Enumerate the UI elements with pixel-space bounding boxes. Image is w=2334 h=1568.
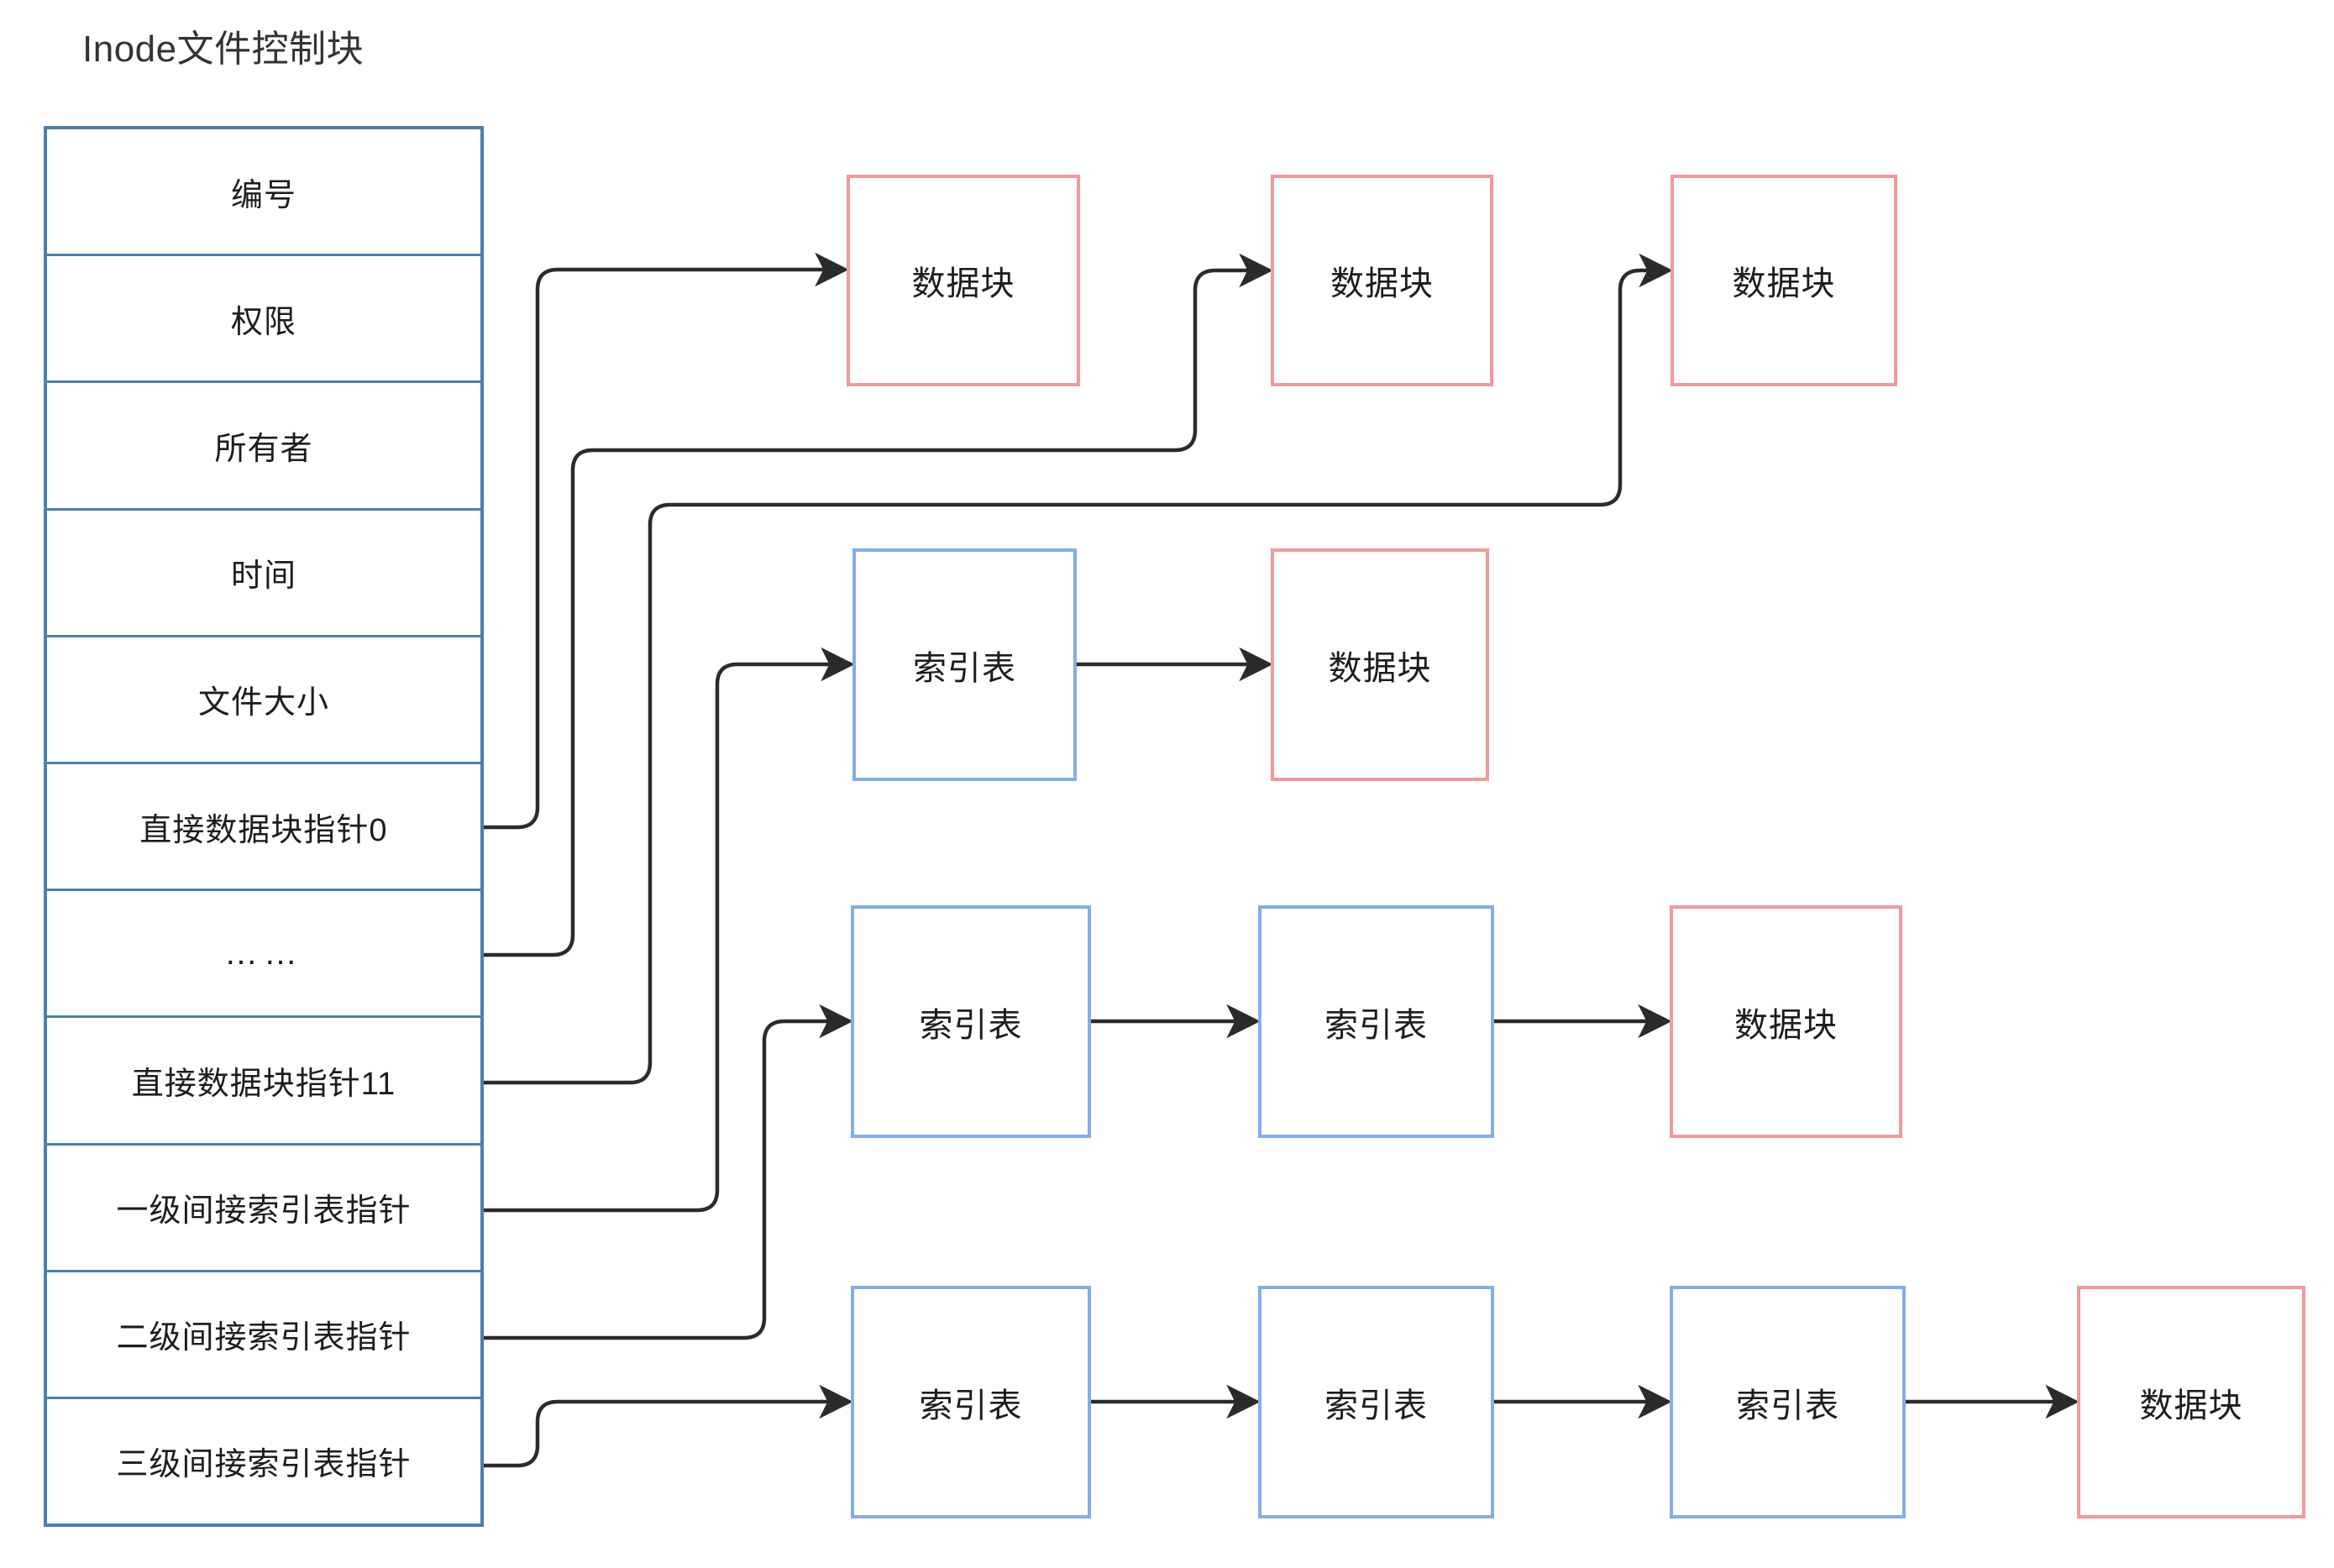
index-table-box[interactable]: 索引表 xyxy=(1258,1286,1494,1518)
inode-table: 编号 权限 所有者 时间 文件大小 直接数据块指针0 …… 直接数据块指针11 … xyxy=(44,126,484,1527)
data-block-box[interactable]: 数据块 xyxy=(1671,175,1897,386)
inode-row-direct-pointer-0[interactable]: 直接数据块指针0 xyxy=(47,763,480,892)
inode-row-direct-pointer-11[interactable]: 直接数据块指针11 xyxy=(47,1018,480,1146)
inode-row-label: 权限 xyxy=(230,304,296,340)
node-label: 数据块 xyxy=(1328,649,1432,687)
inode-row[interactable]: 编号 xyxy=(47,129,480,257)
index-table-box[interactable]: 索引表 xyxy=(851,905,1091,1138)
index-table-box[interactable]: 索引表 xyxy=(1258,905,1494,1138)
inode-row-label: 所有者 xyxy=(214,431,313,467)
inode-row[interactable]: 权限 xyxy=(47,256,480,384)
inode-row-ellipsis[interactable]: …… xyxy=(47,891,480,1019)
inode-row-label: 直接数据块指针0 xyxy=(139,812,388,848)
node-label: 索引表 xyxy=(919,1387,1023,1424)
data-block-box[interactable]: 数据块 xyxy=(1271,548,1489,781)
inode-row-label: 编号 xyxy=(230,177,296,213)
inode-row-indirect-pointer-3[interactable]: 三级间接索引表指针 xyxy=(47,1398,480,1524)
data-block-box[interactable]: 数据块 xyxy=(1271,175,1493,386)
inode-row-label: 二级间接索引表指针 xyxy=(116,1320,412,1356)
connector-direct0-to-datablock xyxy=(484,252,849,830)
inode-row-indirect-pointer-2[interactable]: 二级间接索引表指针 xyxy=(47,1272,480,1399)
data-block-box[interactable]: 数据块 xyxy=(2077,1286,2305,1518)
node-label: 索引表 xyxy=(919,1006,1023,1044)
index-table-box[interactable]: 索引表 xyxy=(852,548,1077,781)
node-label: 数据块 xyxy=(911,265,1015,302)
inode-row-indirect-pointer-1[interactable]: 一级间接索引表指针 xyxy=(47,1145,480,1272)
inode-row-label: 直接数据块指针11 xyxy=(131,1066,396,1102)
inode-row-label: 三级间接索引表指针 xyxy=(116,1447,412,1483)
node-label: 索引表 xyxy=(1324,1006,1428,1044)
inode-row-label: …… xyxy=(224,934,303,972)
inode-row[interactable]: 时间 xyxy=(47,510,480,637)
inode-row-label: 一级间接索引表指针 xyxy=(116,1193,412,1230)
node-label: 索引表 xyxy=(1324,1387,1428,1424)
data-block-box[interactable]: 数据块 xyxy=(847,175,1080,386)
connector-indirect2-to-indextable xyxy=(484,1004,853,1340)
node-label: 数据块 xyxy=(2139,1387,2243,1424)
node-label: 数据块 xyxy=(1732,265,1836,302)
page-title: Inode文件控制块 xyxy=(82,29,365,70)
node-label: 索引表 xyxy=(1736,1387,1839,1424)
node-label: 索引表 xyxy=(913,649,1016,687)
inode-row-label: 文件大小 xyxy=(197,685,329,721)
data-block-box[interactable]: 数据块 xyxy=(1670,905,1902,1138)
connector-indirect3-to-indextable xyxy=(484,1384,853,1468)
node-label: 数据块 xyxy=(1330,265,1434,302)
inode-row[interactable]: 所有者 xyxy=(47,383,480,511)
inode-row[interactable]: 文件大小 xyxy=(47,637,480,764)
node-label: 数据块 xyxy=(1734,1006,1838,1044)
index-table-box[interactable]: 索引表 xyxy=(851,1286,1091,1518)
index-table-box[interactable]: 索引表 xyxy=(1670,1286,1906,1518)
connector-indirect1-to-indextable xyxy=(484,647,855,1213)
inode-row-label: 时间 xyxy=(230,559,296,595)
